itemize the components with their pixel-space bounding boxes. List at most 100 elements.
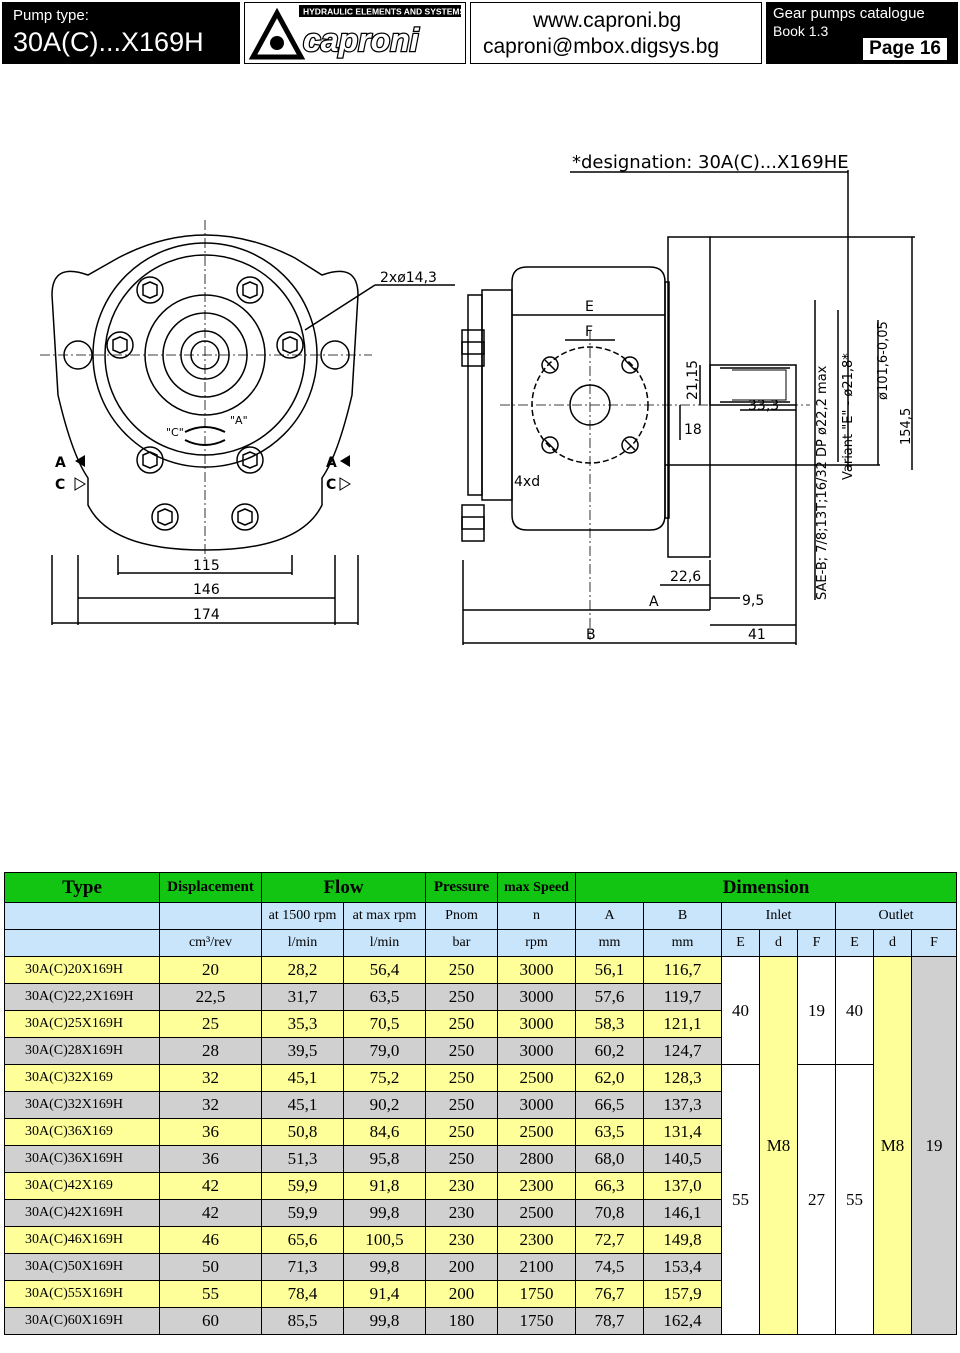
cell-A: 58,3 [575,1010,644,1038]
cell-disp: 42 [159,1172,262,1200]
cell-B: 131,4 [643,1118,722,1146]
cell-type: 30A(C)50X169H [4,1253,160,1281]
header-outlet: Outlet [835,902,957,930]
cell-B: 149,8 [643,1226,722,1254]
cell-n: 2800 [497,1145,576,1173]
cell-n: 3000 [497,983,576,1011]
designation-label: *designation: 30A(C)...X169HE [572,152,849,173]
cell-disp: 60 [159,1307,262,1335]
cell-p: 250 [425,1010,498,1038]
dim-b: B [586,627,596,643]
dim-115: 115 [193,558,220,574]
cell-n: 1750 [497,1280,576,1308]
cell-p: 200 [425,1280,498,1308]
cell-disp: 22,5 [159,983,262,1011]
header-pnom: Pnom [425,902,498,930]
cell-type: 30A(C)42X169 [4,1172,160,1200]
inlet-e-group2: 55 [721,1064,760,1335]
cell-B: 124,7 [643,1037,722,1065]
header-flow: Flow [261,872,426,903]
cell-A: 60,2 [575,1037,644,1065]
cell-fmax: 95,8 [343,1145,426,1173]
col-inlet-e: E [721,929,760,957]
dim-e: E [585,299,594,315]
header-inlet: Inlet [721,902,836,930]
cell-B: 137,0 [643,1172,722,1200]
cell-fmax: 100,5 [343,1226,426,1254]
cell-fmax: 91,4 [343,1280,426,1308]
cell-B: 146,1 [643,1199,722,1227]
cell-A: 66,3 [575,1172,644,1200]
cell-type: 30A(C)22,2X169H [4,983,160,1011]
cell-fmax: 91,8 [343,1172,426,1200]
cell-type: 30A(C)28X169H [4,1037,160,1065]
cell-f1500: 65,6 [261,1226,344,1254]
email-link[interactable]: caproni@mbox.digsys.bg [483,35,720,58]
header-displacement: Displacement [159,872,262,903]
bolt-heads [106,276,304,531]
unit-lmin-1: l/min [261,929,344,957]
cell-disp: 28 [159,1037,262,1065]
cell-p: 230 [425,1172,498,1200]
cell-f1500: 45,1 [261,1091,344,1119]
col-inlet-f: F [797,929,836,957]
cell-fmax: 75,2 [343,1064,426,1092]
cell-fmax: 99,8 [343,1307,426,1335]
outlet-e-group1: 40 [835,956,874,1065]
cell-n: 3000 [497,1010,576,1038]
technical-drawing: *designation: 30A(C)...X169HE 2xø14,3 11… [40,152,915,645]
cell-n: 2500 [497,1199,576,1227]
brand-name: caproni [303,22,420,58]
dim-101-6: ø101,6-0,05 [876,321,891,400]
inlet-f-group2: 27 [797,1064,836,1335]
dim-21-15: 21,15 [685,360,701,400]
cell-type: 30A(C)36X169H [4,1145,160,1173]
cell-p: 250 [425,1091,498,1119]
cell-p: 200 [425,1253,498,1281]
cell-type: 30A(C)25X169H [4,1010,160,1038]
dim-4xd: 4xd [514,474,540,490]
cell-A: 56,1 [575,956,644,984]
dim-174: 174 [193,607,220,623]
outlet-f-cell: 19 [911,956,957,1335]
side-bolts [461,329,485,542]
dim-41: 41 [748,627,766,643]
contact-box: www.caproni.bg caproni@mbox.digsys.bg [470,2,762,64]
cell-fmax: 56,4 [343,956,426,984]
cell-B: 153,4 [643,1253,722,1281]
cell-f1500: 50,8 [261,1118,344,1146]
cell-n: 2300 [497,1172,576,1200]
cell-fmax: 63,5 [343,983,426,1011]
cell-A: 57,6 [575,983,644,1011]
col-inlet-d: d [759,929,798,957]
cell-n: 2300 [497,1226,576,1254]
cell-f1500: 35,3 [261,1010,344,1038]
cell-A: 76,7 [575,1280,644,1308]
col-outlet-f: F [911,929,957,957]
website-link[interactable]: www.caproni.bg [533,9,682,32]
header-a: A [575,902,644,930]
unit-mm-2: mm [643,929,722,957]
header-at-max: at max rpm [343,902,426,930]
catalogue-title: Gear pumps catalogue [773,5,925,22]
cell-n: 2500 [497,1118,576,1146]
catalogue-book: Book 1.3 [773,23,829,39]
col-outlet-e: E [835,929,874,957]
cell-A: 72,7 [575,1226,644,1254]
cell-type: 30A(C)36X169 [4,1118,160,1146]
inlet-f-group1: 19 [797,956,836,1065]
pump-type-label: Pump type: [13,7,89,24]
inlet-d-cell: M8 [759,956,798,1335]
cell-A: 63,5 [575,1118,644,1146]
cell-A: 68,0 [575,1145,644,1173]
caproni-logo: HYDRAULIC ELEMENTS AND SYSTEMS caproni [248,5,465,60]
cell-p: 250 [425,956,498,984]
cell-B: 140,5 [643,1145,722,1173]
pump-type-box: Pump type: 30A(C)...X169H [2,2,240,64]
